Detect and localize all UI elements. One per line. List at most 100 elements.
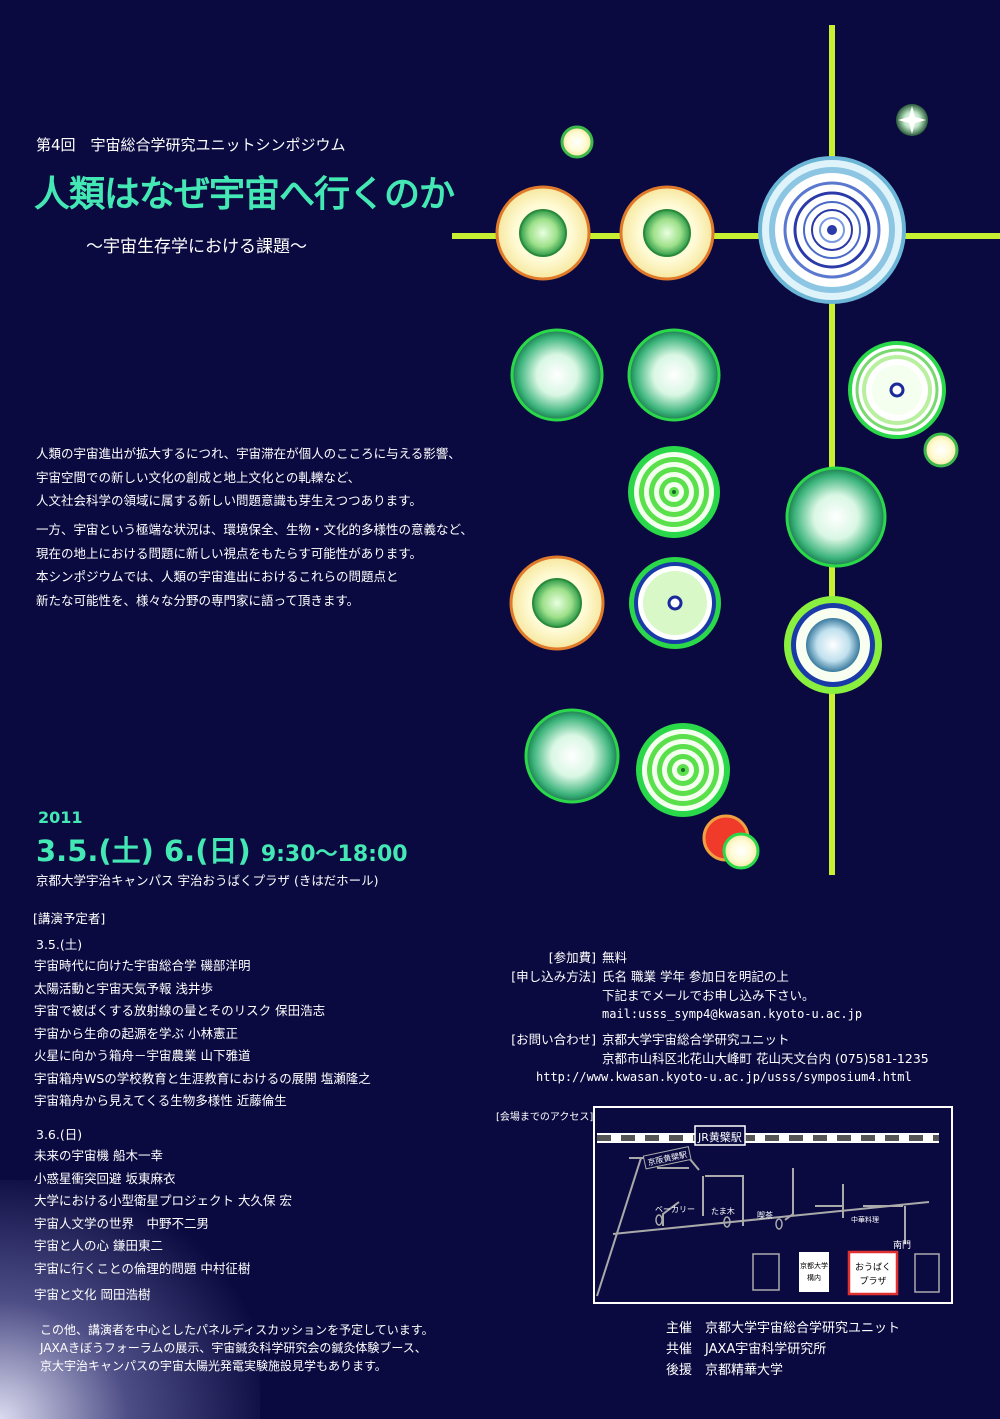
day2-label: 3.6.(日) [36, 1127, 83, 1142]
apply-text-1: 氏名 職業 学年 参加日を明記の上 [602, 969, 789, 984]
plaza-label-2: プラザ [859, 1276, 886, 1287]
fee-row: [参加費] 無料 [496, 948, 929, 967]
green-sphere-1 [510, 328, 604, 422]
tamaki-marker [723, 1216, 731, 1228]
blue-ring-circle [629, 557, 721, 649]
access-map: JR黄檗駅 京阪黄檗駅 ベーカリー たま木 喫茶 中華料理 南門 京都大学 構内… [593, 1106, 953, 1304]
note-line: JAXAきぼうフォーラムの展示、宇宙鍼灸科学研究会の鍼灸体験ブース、 [40, 1341, 427, 1355]
keihan-station: 京阪黄檗駅 [642, 1146, 692, 1170]
bakery-label: ベーカリー [655, 1205, 695, 1214]
station-label: JR黄檗駅 [697, 1130, 742, 1144]
green-sphere-4 [524, 708, 620, 804]
intro-line: 本シンポジウムでは、人類の宇宙進出におけるこれらの問題点と [36, 569, 399, 584]
vertical-bar [829, 25, 835, 875]
title-subheading: ～宇宙生存学における課題～ [86, 237, 307, 257]
contact-label: [お問い合わせ] [511, 1032, 596, 1047]
university-label-2: 構内 [807, 1273, 821, 1282]
star-icon [898, 106, 926, 134]
intro-line: 一方、宇宙という極端な状況は、環境保全、生物・文化的多様性の意義など、 [36, 522, 473, 537]
note-line: 京大宇治キャンパスの宇宙太陽光発電実験施設見学もあります。 [40, 1359, 387, 1373]
yellow-ring-circle-3 [509, 555, 605, 651]
building-box-2 [914, 1253, 940, 1293]
day1-lecture-list: 宇宙時代に向けた宇宙総合学 磯部洋明 太陽活動と宇宙天気予報 浅井歩 宇宙で被ば… [34, 955, 371, 1113]
cafe-label: 喫茶 [757, 1210, 773, 1220]
striped-circle-1 [628, 446, 720, 538]
chinese-restaurant-label: 中華料理 [851, 1215, 879, 1224]
list-item: 宇宙で被ばくする放射線の量とそのリスク 保田浩志 [34, 1003, 326, 1018]
list-item: 宇宙から生命の起源を学ぶ 小林憲正 [34, 1025, 238, 1041]
list-item: 未来の宇宙機 船木一幸 [34, 1148, 163, 1163]
apply-label: [申し込み方法] [511, 969, 596, 984]
list-item: 太陽活動と宇宙天気予報 浅井歩 [34, 980, 213, 996]
list-item: 宇宙と人の心 鎌田東二 [34, 1238, 163, 1253]
support: 後援 京都精華大学 [666, 1363, 784, 1378]
spacer [496, 986, 602, 1005]
intro-line: 人類の宇宙進出が拡大するにつれ、宇宙滞在が個人のこころに与える影響、 [36, 446, 461, 461]
intro-paragraph-2: 一方、宇宙という極端な状況は、環境保全、生物・文化的多様性の意義など、 現在の地… [36, 518, 473, 612]
intro-line: 新たな可能性を、様々な分野の専門家に語って頂きます。 [36, 592, 360, 608]
contact-row-2: 京都市山科区北花山大峰町 花山天文台内 (075)581-1235 [496, 1049, 929, 1068]
right-blue-gradient-circle [784, 596, 882, 694]
list-item: 小惑星衝突回避 坂東麻衣 [34, 1170, 176, 1186]
access-label: [会場までのアクセス] [496, 1112, 594, 1123]
mail-row: mail:usss_symp4@kwasan.kyoto-u.ac.jp [496, 1005, 929, 1024]
decorative-circles-graphic [452, 25, 1000, 875]
event-dates: 3.5.(土) 6.(日) 9:30～18:00 [36, 828, 408, 870]
university-label-1: 京都大学 [800, 1261, 828, 1270]
cohost: 共催 JAXA宇宙科学研究所 [666, 1342, 827, 1357]
list-item: 宇宙箱舟から見えてくる生物多様性 近藤倫生 [34, 1093, 287, 1108]
intro-paragraph-1: 人類の宇宙進出が拡大するにつれ、宇宙滞在が個人のこころに与える影響、 宇宙空間で… [36, 442, 461, 513]
apply-row-2: 下記までメールでお申し込み下さい。 [496, 986, 929, 1005]
green-sphere-2 [627, 328, 721, 422]
tamaki-label: たま木 [711, 1206, 735, 1216]
contact-url: http://www.kwasan.kyoto-u.ac.jp/usss/sym… [536, 1070, 912, 1084]
list-item: 火星に向かう箱舟－宇宙農業 山下雅道 [34, 1048, 251, 1063]
intro-line: 宇宙空間での新しい文化の創成と地上文化との軋轢など、 [36, 469, 361, 485]
big-concentric-circle [758, 156, 906, 304]
day2-lecture-list: 未来の宇宙機 船木一幸 小惑星衝突回避 坂東麻衣 大学における小型衛星プロジェク… [34, 1145, 292, 1307]
contact-row: [お問い合わせ] 京都大学宇宙総合学研究ユニット [496, 1030, 929, 1049]
apply-row: [申し込み方法] 氏名 職業 学年 参加日を明記の上 [496, 967, 929, 986]
building-box-1 [752, 1253, 780, 1291]
info-block: [参加費] 無料 [申し込み方法] 氏名 職業 学年 参加日を明記の上 下記まで… [496, 948, 929, 1087]
series-subtitle: 第4回 宇宙総合学研究ユニットシンポジウム [36, 136, 346, 154]
list-item: 宇宙人文学の世界 中野不二男 [34, 1215, 210, 1231]
small-green-circle-bottom [722, 832, 760, 870]
map-frame [593, 1106, 953, 1304]
list-item: 宇宙と文化 岡田浩樹 [34, 1287, 151, 1302]
list-item: 宇宙箱舟WSの学校教育と生涯教育におけるの展開 塩瀬隆之 [34, 1070, 371, 1086]
station-box [694, 1125, 746, 1146]
striped-circle-2 [636, 723, 730, 817]
intro-line: 現在の地上における問題に新しい視点をもたらす可能性があります。 [36, 545, 423, 561]
bakery-marker [655, 1214, 663, 1226]
small-yellow-circle [560, 125, 594, 159]
fee-value: 無料 [602, 950, 628, 965]
contact-text-1: 京都大学宇宙総合学研究ユニット [602, 1032, 790, 1047]
note-line: この他、講演者を中心としたパネルディスカッションを予定しています。 [40, 1323, 434, 1337]
horizontal-bar [452, 233, 1000, 239]
green-sphere-3 [785, 466, 887, 568]
host: 主催 京都大学宇宙総合学研究ユニット [666, 1321, 901, 1336]
small-green-circle-right [923, 432, 959, 468]
list-item: 大学における小型衛星プロジェクト 大久保 宏 [34, 1193, 292, 1208]
right-ring-circle [848, 341, 946, 439]
yellow-ring-circle-1 [495, 185, 591, 281]
cafe-marker [775, 1218, 783, 1230]
contact-text-2: 京都市山科区北花山大峰町 花山天文台内 (075)581-1235 [602, 1051, 929, 1066]
day1-label: 3.5.(土) [36, 937, 83, 952]
event-year: 2011 [38, 808, 83, 827]
url-row: http://www.kwasan.kyoto-u.ac.jp/usss/sym… [496, 1068, 929, 1087]
spacer [496, 1005, 602, 1024]
lectures-heading: [講演予定者] [33, 911, 106, 926]
mail-address: mail:usss_symp4@kwasan.kyoto-u.ac.jp [602, 1007, 863, 1021]
event-time: 9:30～18:00 [260, 842, 408, 867]
list-item: 宇宙に行くことの倫理的問題 中村征樹 [34, 1260, 251, 1276]
plaza-label-1: おうばく [855, 1262, 891, 1273]
yellow-ring-circle-2 [619, 185, 715, 281]
fee-label: [参加費] [548, 950, 596, 965]
list-item: 宇宙時代に向けた宇宙総合学 磯部洋明 [34, 958, 251, 973]
plaza-box [847, 1250, 899, 1296]
south-gate-label: 南門 [893, 1239, 911, 1251]
event-venue: 京都大学宇治キャンパス 宇治おうばくプラザ (きはだホール) [36, 873, 379, 888]
intro-line: 人文社会科学の領域に属する新しい問題意識も芽生えつつあります。 [36, 493, 422, 508]
